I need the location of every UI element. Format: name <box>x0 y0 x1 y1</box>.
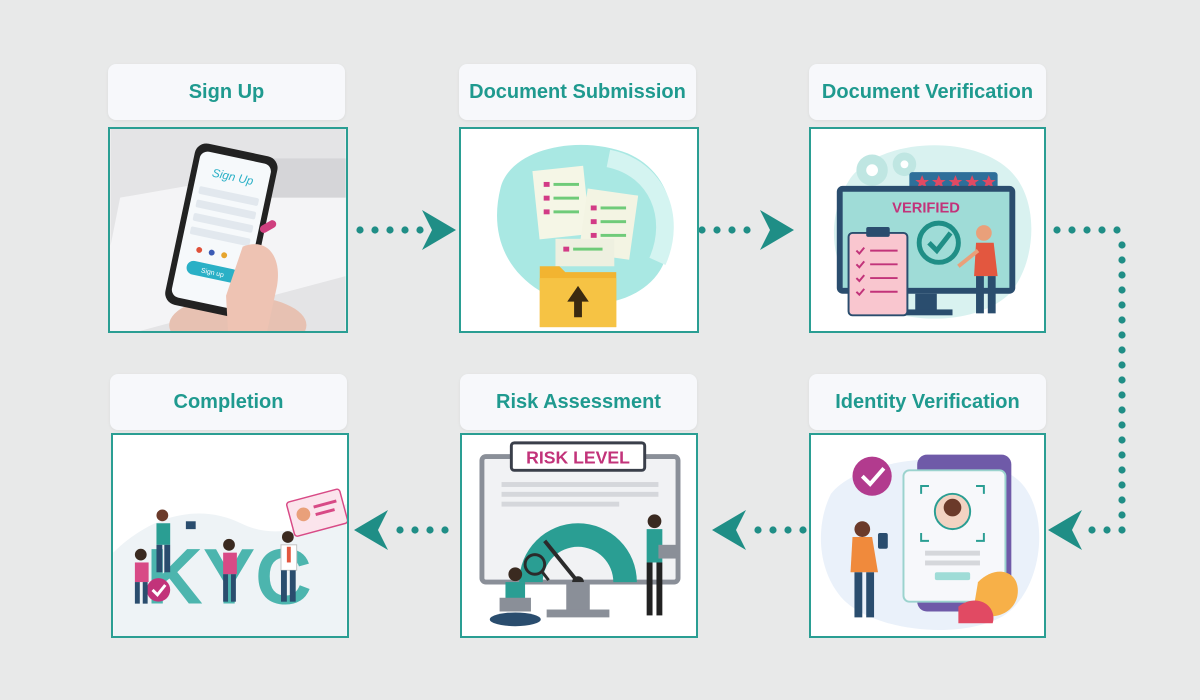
magnifier-icon <box>523 553 550 582</box>
connector-risk-to-completion <box>354 510 449 550</box>
step-label-document-verification: Document Verification <box>809 64 1046 120</box>
document-sheet <box>532 165 591 240</box>
phone-signup-illustration: Sign Up Sign up <box>110 129 346 331</box>
checkmark-icon <box>852 456 892 496</box>
connector-identity-to-risk <box>712 510 807 550</box>
checkmark-icon <box>146 578 171 602</box>
document-upload-illustration <box>461 129 697 331</box>
step-card-document-verification: VERIFIED <box>809 127 1046 333</box>
person-figure <box>280 531 298 602</box>
smartphone-icon <box>902 454 1012 612</box>
person-figure <box>156 509 171 573</box>
step-card-identity-verification <box>809 433 1046 638</box>
risk-level-banner: RISK LEVEL <box>526 447 630 467</box>
clipboard-icon <box>847 227 909 317</box>
risk-gauge-illustration: RISK LEVEL <box>462 435 696 636</box>
person-figure <box>134 548 149 604</box>
phone-signup-button: Sign up <box>200 267 224 279</box>
person-figure <box>223 538 237 602</box>
person-figure <box>489 567 541 627</box>
step-label-document-submission: Document Submission <box>459 64 696 120</box>
verified-banner: VERIFIED <box>892 200 960 216</box>
person-figure <box>957 225 998 314</box>
identity-face-scan-illustration <box>811 435 1044 636</box>
verified-monitor-illustration: VERIFIED <box>811 129 1044 331</box>
gear-icon <box>892 152 917 177</box>
step-label-completion: Completion <box>110 374 347 430</box>
id-card-icon <box>286 488 347 537</box>
step-label-sign-up: Sign Up <box>108 64 345 120</box>
folder-upload-icon <box>539 266 617 328</box>
kyc-team-illustration: KYC <box>113 435 347 636</box>
connector-submission-to-verification <box>698 210 794 250</box>
step-label-risk-assessment: Risk Assessment <box>460 374 697 430</box>
step-card-completion: KYC <box>111 433 349 638</box>
step-label-identity-verification: Identity Verification <box>809 374 1046 430</box>
gear-icon <box>856 154 888 186</box>
person-figure <box>850 521 888 618</box>
checkmark-icon <box>916 220 961 265</box>
connector-verification-to-identity <box>1048 226 1126 550</box>
person-figure <box>646 514 677 616</box>
step-card-sign-up: Sign Up Sign up <box>108 127 348 333</box>
step-card-risk-assessment: RISK LEVEL <box>460 433 698 638</box>
connector-signup-to-submission <box>356 210 456 250</box>
rating-stars <box>909 172 998 190</box>
step-card-document-submission <box>459 127 699 333</box>
